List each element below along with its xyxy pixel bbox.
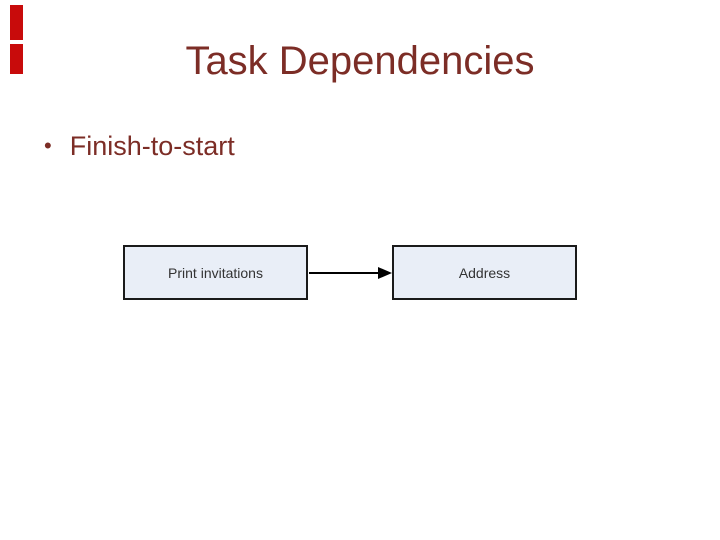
task-box-label: Print invitations <box>168 264 263 281</box>
task-box-label: Address <box>458 264 511 281</box>
dependency-arrow-line <box>309 272 379 274</box>
task-box-address: Address <box>392 245 577 300</box>
bullet-item: • Finish-to-start <box>44 129 235 164</box>
red-accent-bar-bottom <box>10 44 23 74</box>
red-accent-bar-top <box>10 5 23 40</box>
bullet-text: Finish-to-start <box>69 131 235 161</box>
bullet-marker-icon: • <box>44 133 52 159</box>
dependency-arrowhead-icon <box>378 267 392 279</box>
slide-title: Task Dependencies <box>185 39 535 83</box>
task-box-print-invitations: Print invitations <box>123 245 308 300</box>
